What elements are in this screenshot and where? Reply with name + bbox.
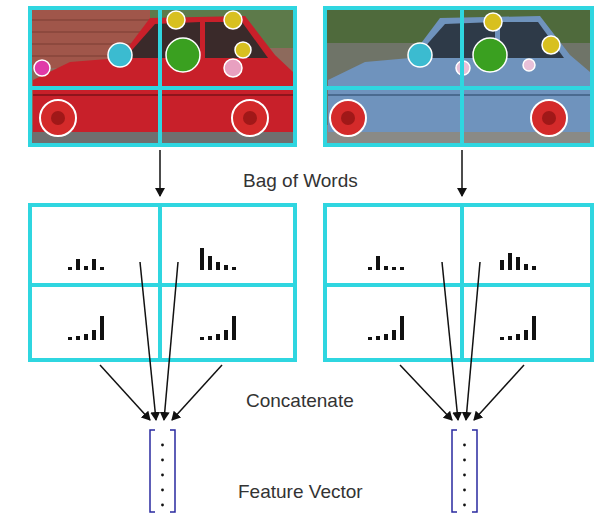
feature-vector: [150, 430, 477, 512]
down-arrow: [461, 150, 463, 196]
histogram-grid: [30, 205, 295, 360]
concat-arrows: [100, 262, 524, 420]
histogram-grid: [325, 205, 592, 360]
down-arrow: [159, 150, 161, 196]
step-label: Concatenate: [243, 390, 357, 412]
vector-dots: [161, 444, 466, 507]
blue-car-photo: [325, 8, 592, 145]
output-label: Feature Vector: [235, 481, 366, 503]
step-label: Bag of Words: [240, 170, 361, 192]
red-car-photo: [30, 8, 295, 145]
